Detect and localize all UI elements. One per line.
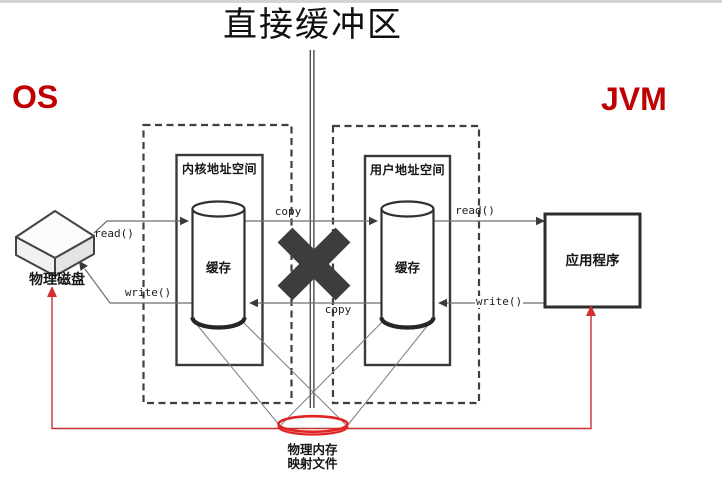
physical-disk-label: 物理磁盘 — [29, 272, 85, 288]
jvm-dashed-box — [331, 124, 481, 405]
page-title: 直接缓冲区 — [223, 5, 403, 45]
disk-read-arrow-label: read() — [94, 227, 134, 240]
mapped-file-ellipse — [277, 414, 349, 436]
user-space-label: 用户地址空间 — [369, 163, 445, 177]
red-mapping-connector — [47, 286, 596, 430]
memory-mapping-lines — [192, 319, 433, 427]
user-to-kernel-copy-label: copy — [324, 303, 352, 316]
kernel-write-arrow-label: write() — [124, 286, 172, 299]
user-read-arrow-label: read() — [455, 204, 495, 217]
mapped-file-label-line1: 物理内存 — [287, 442, 338, 457]
application-label: 应用程序 — [565, 253, 620, 269]
app-write-arrow-label: write() — [475, 295, 523, 308]
physical-disk-icon — [15, 210, 95, 277]
direct-buffer-pipe — [309, 50, 315, 408]
mapped-file-label: 物理内存 映射文件 — [269, 443, 356, 470]
user-buffer-label: 缓存 — [394, 260, 420, 275]
os-section-label: OS — [12, 79, 59, 115]
jvm-section-label: JVM — [601, 81, 667, 117]
application-box — [543, 212, 642, 309]
user-buffer-cylinder — [379, 200, 436, 330]
kernel-buffer-cylinder — [190, 200, 247, 330]
kernel-space-label: 内核地址空间 — [181, 162, 257, 176]
kernel-to-user-copy-label: copy — [274, 205, 302, 218]
kernel-buffer-label: 缓存 — [205, 260, 231, 275]
window-top-edge — [0, 0, 722, 3]
arrowheads — [79, 216, 545, 308]
cross-out-icon — [277, 227, 351, 301]
mapped-file-label-line2: 映射文件 — [287, 455, 338, 471]
os-dashed-box — [142, 123, 293, 405]
